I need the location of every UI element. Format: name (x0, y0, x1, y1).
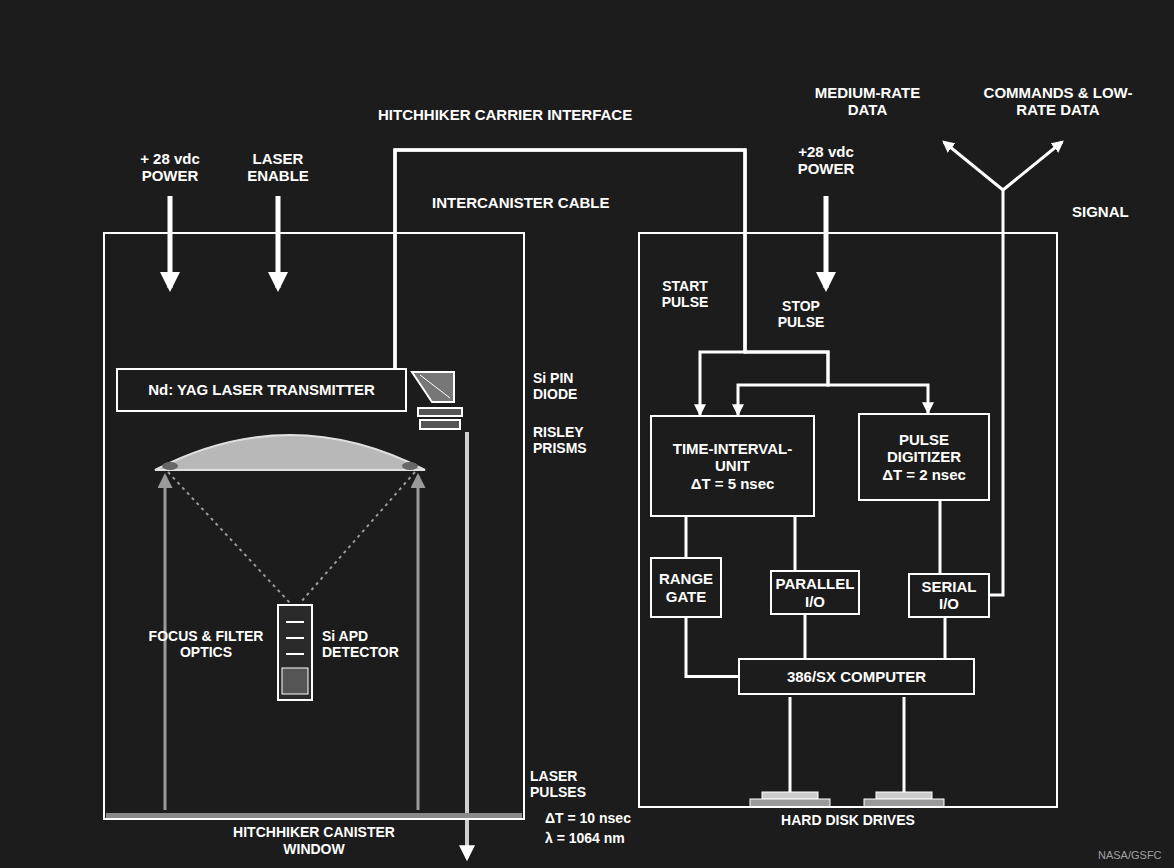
annotation-label: ΔT = 10 nsec (545, 810, 631, 826)
box-label: PULSE DIGITIZER (874, 431, 974, 466)
box-label: ΔT = 2 nsec (874, 466, 974, 483)
annotation-label: MEDIUM-RATE DATA (805, 84, 930, 119)
annotation-label: START PULSE (650, 278, 720, 310)
signal-connector (686, 618, 738, 677)
canister-caption: HITCHHIKER CANISTER WINDOW (214, 824, 414, 858)
hard-disk (762, 792, 818, 799)
box-label: 386/SX COMPUTER (787, 668, 926, 685)
process-box: SERIAL I/O (908, 573, 990, 618)
computer-box: 386/SX COMPUTER (738, 658, 975, 695)
annotation-label: +28 vdc POWER (786, 143, 866, 178)
signal-connector (794, 517, 797, 570)
annotation-label: FOCUS & FILTER OPTICS (140, 628, 272, 660)
signal-line (944, 142, 1003, 190)
signal-line (990, 190, 1003, 595)
annotation-label: Si PIN DIODE (533, 370, 593, 402)
signal-connector (939, 501, 942, 573)
annotation-label: INTERCANISTER CABLE (432, 194, 610, 211)
hard-disk (876, 792, 932, 799)
process-box: PARALLEL I/O (770, 570, 860, 615)
risley-prism (418, 408, 462, 416)
annotation-label: NASA/GSFC (1098, 849, 1162, 862)
apd-detector (278, 605, 312, 700)
signal-connector (395, 150, 928, 413)
canister-housing: HARD DISK DRIVESTIME-INTERVAL- UNITΔT = … (638, 232, 1058, 808)
pin-diode-prism (412, 372, 454, 402)
hard-disk (864, 799, 944, 807)
annotation-label: + 28 vdc POWER (130, 150, 210, 185)
focus-ray (168, 472, 290, 603)
power-arrow (168, 196, 173, 288)
process-box: TIME-INTERVAL- UNITΔT = 5 nsec (650, 415, 815, 517)
annotation-label: COMMANDS & LOW-RATE DATA (978, 84, 1138, 119)
box-label: ΔT = 5 nsec (663, 475, 803, 492)
box-label: TIME-INTERVAL- UNIT (663, 440, 803, 475)
hard-disk (750, 799, 830, 807)
annotation-label: LASER PULSES (530, 768, 610, 800)
disk-cable (903, 697, 906, 792)
disk-cable (789, 697, 792, 792)
risley-prism (420, 420, 460, 429)
signal-connector (395, 150, 745, 415)
signal-connector (944, 618, 947, 659)
laser-box: Nd: YAG LASER TRANSMITTER (116, 368, 407, 412)
signal-connector (685, 517, 688, 557)
enable-arrow (276, 196, 281, 288)
canister-housing: HITCHHIKER CANISTER WINDOWNd: YAG LASER … (103, 232, 525, 820)
signal-line (1003, 142, 1062, 190)
received-light (417, 476, 420, 810)
box-label: Nd: YAG LASER TRANSMITTER (148, 381, 375, 398)
annotation-label: Si APD DETECTOR (322, 628, 412, 660)
annotation-label: SIGNAL (1072, 203, 1129, 220)
annotation-label: LASER ENABLE (238, 150, 318, 185)
focus-ray (300, 472, 415, 603)
annotation-label: STOP PULSE (766, 298, 836, 330)
box-label: RANGE GATE (655, 570, 717, 605)
annotation-label: HITCHHIKER CARRIER INTERFACE (378, 106, 632, 123)
process-box: RANGE GATE (650, 557, 722, 618)
process-box: PULSE DIGITIZERΔT = 2 nsec (858, 413, 990, 501)
annotation-label: RISLEY PRISMS (533, 424, 613, 456)
box-label: SERIAL I/O (913, 578, 985, 613)
signal-connector (395, 150, 828, 415)
power-arrow (824, 196, 829, 288)
signal-connector (804, 615, 807, 658)
box-label: PARALLEL I/O (775, 575, 855, 610)
canister-caption: HARD DISK DRIVES (738, 812, 958, 829)
laser-beam (465, 432, 469, 858)
annotation-label: λ = 1064 nm (545, 830, 625, 846)
telescope-mirror (155, 435, 425, 470)
